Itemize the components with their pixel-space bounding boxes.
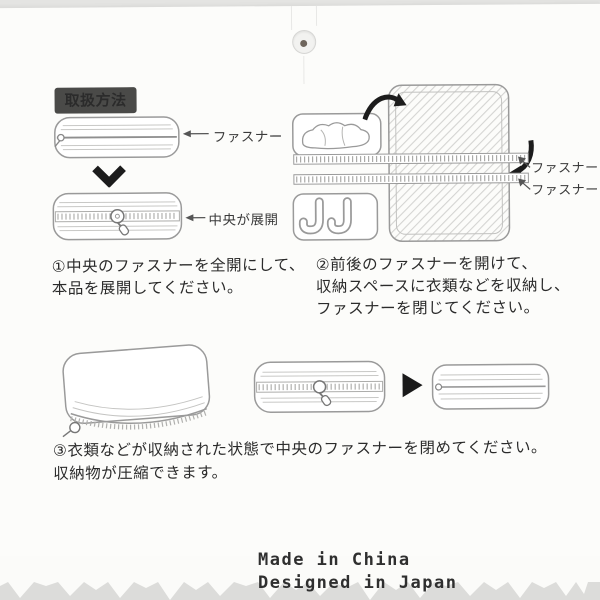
zipper-strip-bottom-illustration: [293, 172, 529, 185]
pouch-closed-illustration: [54, 116, 180, 159]
pouch-front-illustration: [253, 360, 386, 413]
right-arrow-icon: [402, 373, 423, 398]
pointer-arrow-icon: [185, 214, 206, 222]
step1-instruction-line2: 本品を展開してください。: [51, 278, 244, 298]
paper-crease: [315, 5, 318, 26]
pointer-arrow-icon: [182, 130, 209, 138]
hang-hole: [292, 29, 317, 55]
pointer-arrow-icon: [517, 156, 531, 168]
socks-panel-illustration: [292, 192, 379, 241]
fastener-label: ファスナー: [212, 129, 283, 146]
center-expand-label: 中央が展開: [208, 212, 279, 229]
designed-in-text: Designed in Japan: [258, 573, 458, 593]
pouch-perspective-illustration: [62, 344, 211, 438]
fastener-label: ファスナー: [531, 160, 599, 177]
pouch-compressed-illustration: [431, 363, 550, 410]
fastener-label: ファスナー: [531, 182, 599, 199]
bottom-fringe-decoration: [0, 556, 600, 600]
clothes-panel-illustration: [292, 112, 382, 157]
step3-instruction-line1: ③衣類などが収納された状態で中央のファスナーを閉めてください。: [52, 438, 548, 460]
curved-arrow-icon: [362, 93, 407, 121]
paper-crease: [290, 6, 293, 31]
step2-instruction-line2: 収納スペースに衣類などを収納し、: [315, 276, 571, 296]
down-arrow-icon: [92, 165, 126, 188]
care-tag-paper: 取扱方法 ファスナー: [0, 3, 600, 600]
step3-instruction-line2: 収納物が圧縮できます。: [53, 463, 228, 483]
step2-instruction-line3: ファスナーを閉じてください。: [315, 298, 540, 318]
zipper-strip-top-illustration: [293, 152, 529, 165]
pouch-open-illustration: [52, 192, 183, 241]
made-in-text: Made in China: [258, 550, 411, 570]
step1-instruction-line1: ①中央のファスナーを全開にして、: [51, 255, 305, 276]
paper-crease: [303, 55, 305, 84]
string-knot: [300, 39, 308, 47]
step2-instruction-line1: ②前後のファスナーを開けて、: [315, 254, 538, 274]
pointer-arrow-icon: [518, 178, 531, 190]
handling-instructions-badge: 取扱方法: [54, 87, 137, 114]
